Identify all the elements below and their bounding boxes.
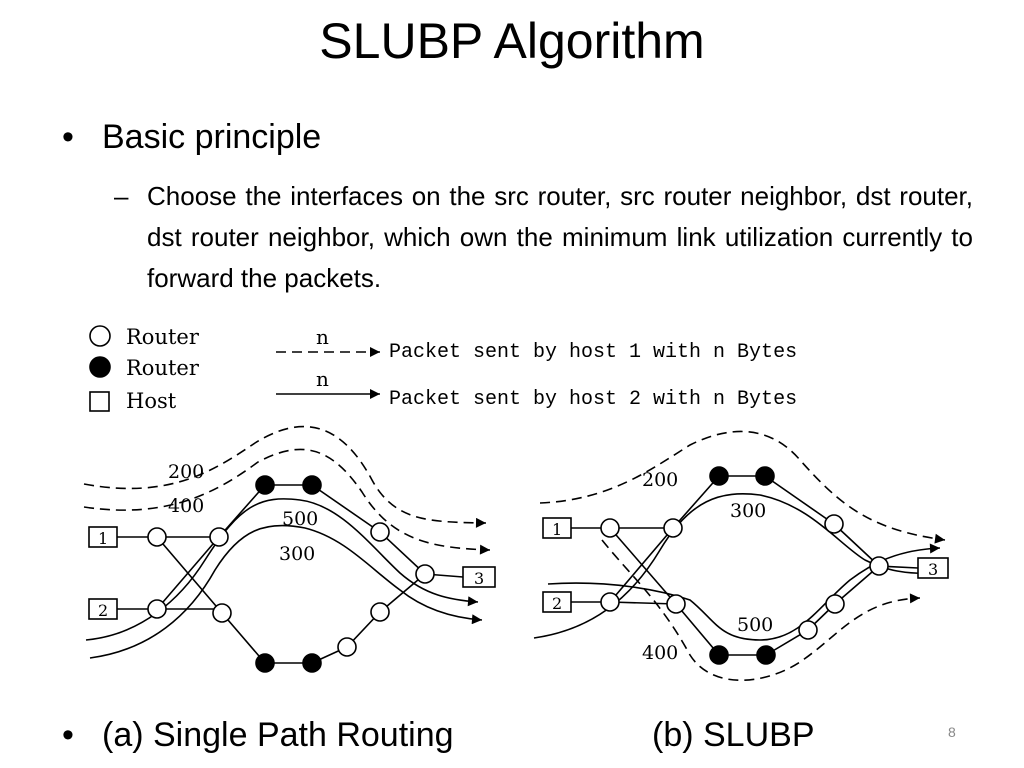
router-hollow-icon [869, 556, 889, 576]
caption-a: (a) Single Path Routing [102, 716, 454, 754]
bullet-dot: • [62, 716, 74, 754]
diagram-b-host1-icon [542, 517, 572, 539]
sub-bullet-text: Choose the interfaces on the src router,… [147, 181, 973, 293]
diagram-b-host3-icon [917, 557, 949, 579]
router-hollow-icon [209, 527, 229, 547]
page-number: 8 [948, 724, 956, 740]
diagram-b-flow-500 [547, 543, 941, 641]
router-filled-icon [255, 653, 275, 673]
router-hollow-icon [337, 637, 357, 657]
router-hollow-icon [824, 514, 844, 534]
diagram-a-label-300: 300 [279, 543, 315, 565]
diagram-a-label-500: 500 [282, 508, 318, 530]
router-hollow-icon [370, 522, 390, 542]
diagram-b-host1-label: 1 [552, 520, 562, 539]
sub-bullet-dash: – [114, 181, 129, 211]
router-filled-icon [709, 466, 729, 486]
router-hollow-icon [666, 594, 686, 614]
diagram-b-label-400: 400 [642, 642, 678, 664]
legend-router-filled-label: Router [126, 356, 200, 380]
router-hollow-icon [600, 592, 620, 612]
legend-solid-n: n [316, 367, 329, 391]
router-filled-icon [709, 645, 729, 665]
diagram-b-routers [600, 466, 889, 665]
router-hollow-icon [663, 518, 683, 538]
router-hollow-icon [825, 594, 845, 614]
diagram-a-host3-icon [462, 566, 496, 588]
router-hollow-icon [600, 518, 620, 538]
legend: Router Router Host n Packet sent by host… [89, 325, 797, 413]
router-hollow-icon [147, 527, 167, 547]
diagram-b-label-500: 500 [737, 614, 773, 636]
diagram-b-flow-200 [539, 430, 946, 544]
router-filled-icon [756, 645, 776, 665]
router-hollow-icon [370, 602, 390, 622]
slide-title: SLUBP Algorithm [319, 13, 705, 69]
bullet-text: Basic principle [102, 118, 322, 156]
legend-dashed-desc: Packet sent by host 1 with n Bytes [389, 341, 797, 364]
bullet-dot: • [62, 118, 74, 156]
diagram-a-host3-label: 3 [474, 569, 484, 588]
diagram-a-host1-label: 1 [98, 529, 108, 548]
legend-dashed-n: n [316, 325, 329, 349]
diagram-b-label-300: 300 [730, 500, 766, 522]
diagram-b-host2-label: 2 [552, 594, 562, 613]
diagram-a-labels: 1 2 3 200 400 500 300 [98, 461, 484, 620]
diagram-a-label-200: 200 [168, 461, 204, 483]
diagram-a-host2-label: 2 [98, 601, 108, 620]
router-filled-icon [755, 466, 775, 486]
legend-host-label: Host [126, 389, 177, 413]
caption-b: (b) SLUBP [652, 716, 815, 754]
legend-router-hollow-label: Router [126, 325, 200, 349]
router-filled-icon [302, 475, 322, 495]
diagram-b-host2-icon [542, 591, 572, 613]
diagram-a [83, 425, 496, 673]
router-hollow-icon [415, 564, 435, 584]
router-filled-icon [255, 475, 275, 495]
router-hollow-icon [798, 620, 818, 640]
legend-host-icon [89, 391, 110, 412]
diagram-b-labels: 1 2 3 200 300 500 400 [552, 469, 938, 664]
router-hollow-icon [212, 603, 232, 623]
legend-router-filled-icon [89, 356, 111, 378]
diagram-a-host2-icon [88, 598, 118, 620]
diagram-a-flow-400 [83, 448, 491, 555]
diagram-a-label-400: 400 [168, 495, 204, 517]
legend-router-hollow-icon [89, 325, 111, 347]
diagram-b-label-200: 200 [642, 469, 678, 491]
diagram-b-host3-label: 3 [928, 560, 938, 579]
diagram-a-host1-icon [88, 526, 118, 548]
diagram-a-flow-200 [83, 425, 487, 528]
diagram-a-flow-500 [85, 498, 479, 641]
diagram-a-routers [147, 475, 435, 673]
diagram-b [533, 430, 949, 682]
router-hollow-icon [147, 599, 167, 619]
diagram-a-flow-300 [89, 524, 483, 659]
router-filled-icon [302, 653, 322, 673]
legend-solid-desc: Packet sent by host 2 with n Bytes [389, 388, 797, 411]
